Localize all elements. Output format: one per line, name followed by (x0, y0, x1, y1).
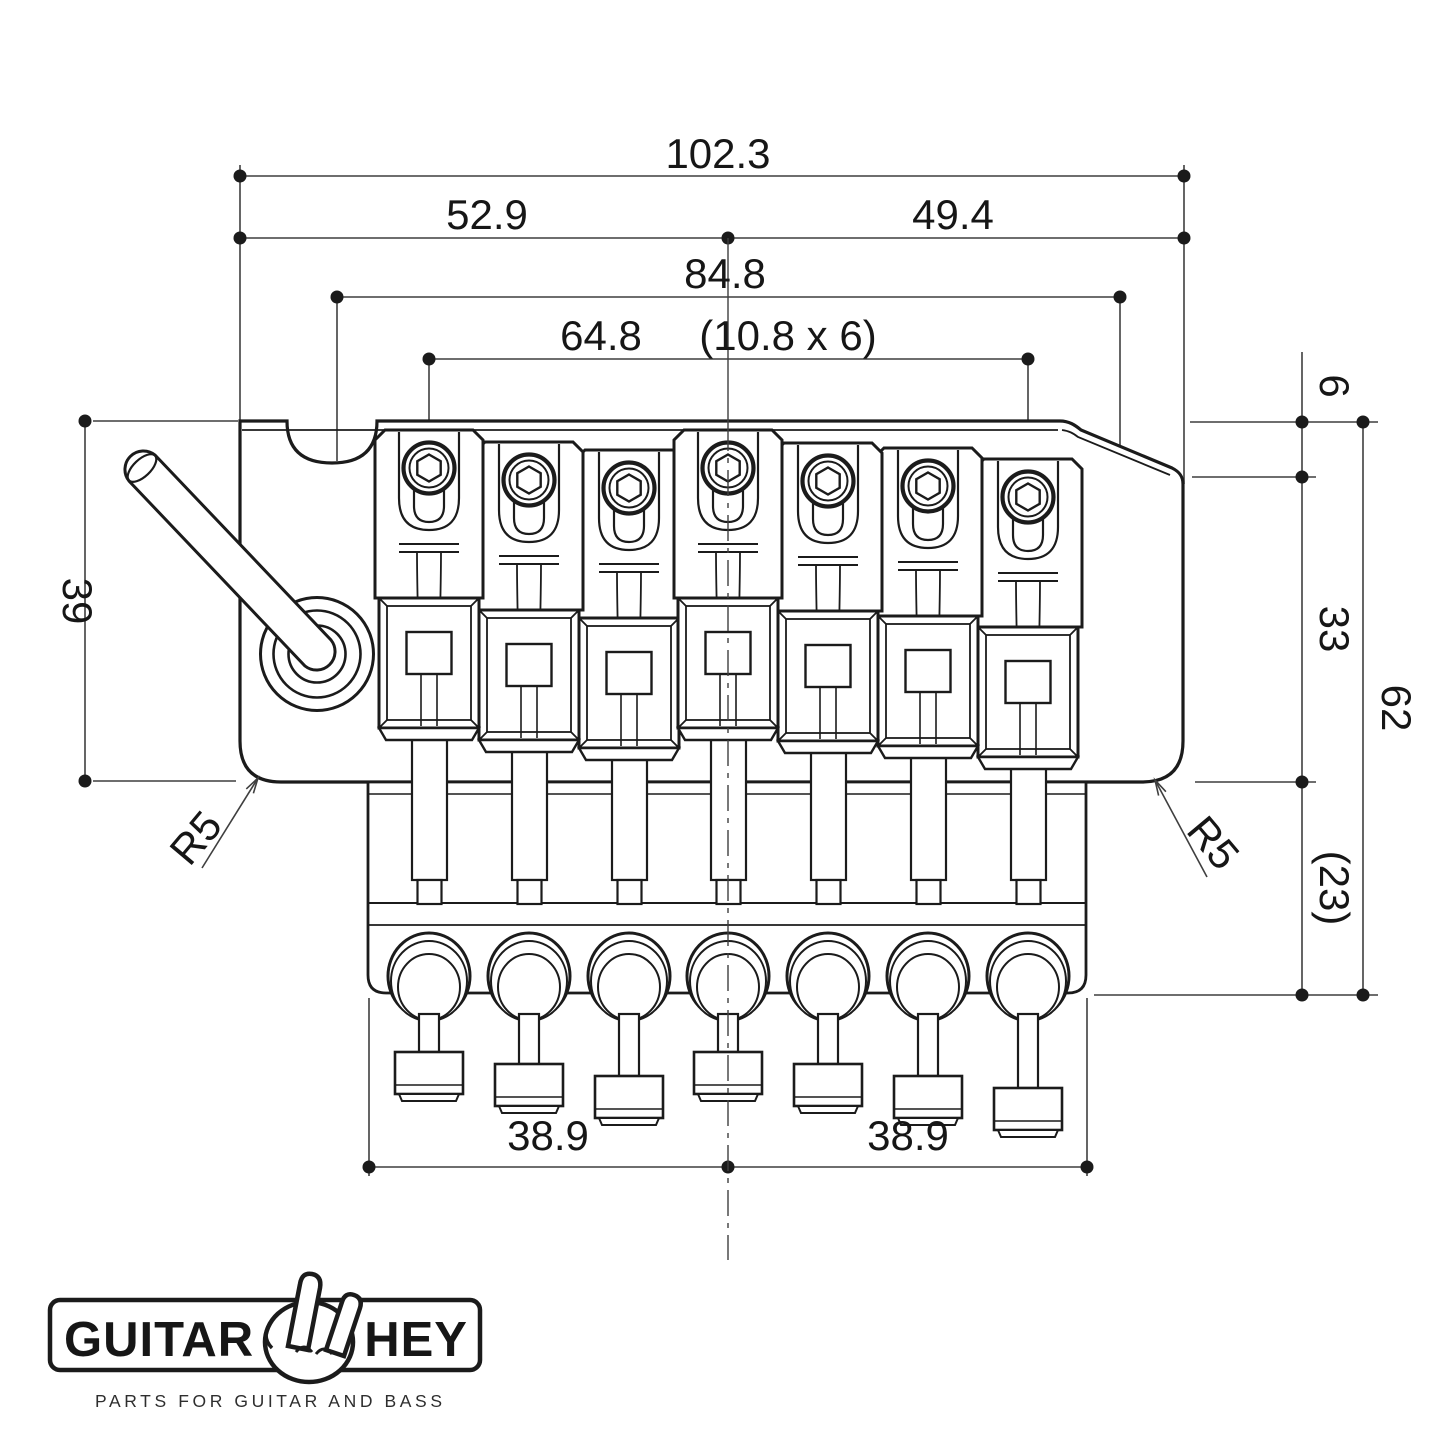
dim-string-spread: 64.8 (560, 312, 642, 359)
saddle-1 (375, 430, 483, 740)
saddle-2 (475, 442, 583, 752)
tuner-screws (393, 1012, 1064, 1138)
tuner-wheel (486, 931, 572, 1023)
dim-right-half: 49.4 (912, 191, 994, 238)
dimension-dots (78, 169, 1370, 1174)
tuner-screw (992, 1012, 1064, 1138)
tuner-screw (792, 1012, 864, 1114)
tuner-wheel (785, 931, 871, 1023)
guitar-hey-logo: GUITAR HEY PARTS FOR GUITAR AND BASS (47, 1271, 483, 1411)
logo-text-guitar: GUITAR (64, 1313, 254, 1367)
tuner-wheel (985, 931, 1071, 1023)
tuner-wheel (386, 931, 472, 1023)
dim-outer-span: 84.8 (684, 250, 766, 297)
dim-tuner-span-left: 38.9 (507, 1112, 589, 1159)
radius-callout-left: R5 (160, 802, 231, 873)
radius-callout-right: R5 (1178, 807, 1249, 878)
bridge-drawing (123, 419, 1185, 1138)
dim-top-offset: 6 (1311, 374, 1358, 397)
dim-total-height: 62 (1373, 685, 1420, 732)
dim-mid-height: 33 (1311, 606, 1358, 653)
logo-text-hey: HEY (364, 1313, 468, 1367)
tuner-screw (393, 1012, 465, 1102)
dim-lower-depth: (23) (1311, 851, 1358, 926)
tuner-wheel (885, 931, 971, 1023)
saddle-5 (774, 443, 882, 753)
rock-hand-icon (262, 1271, 363, 1385)
dim-left-height: 39 (54, 578, 101, 625)
saddle-6 (874, 448, 982, 758)
extension-lines-under (239, 165, 1185, 484)
tremolo-arm-assembly (123, 449, 375, 712)
dimension-layer: 102.3 52.9 49.4 84.8 64.8 (10.8 x 6) 6 3… (54, 130, 1420, 1260)
dim-string-pitch: (10.8 x 6) (699, 312, 876, 359)
tuner-screw (892, 1012, 964, 1126)
dimension-labels: 102.3 52.9 49.4 84.8 64.8 (10.8 x 6) 6 3… (54, 130, 1420, 1159)
tuner-wheel (586, 931, 672, 1023)
dim-tuner-span-right: 38.9 (867, 1112, 949, 1159)
fine-tuner-rods (410, 728, 1048, 906)
saddle-3 (575, 450, 683, 760)
logo-tagline: PARTS FOR GUITAR AND BASS (95, 1391, 446, 1411)
tuner-screw (493, 1012, 565, 1114)
dim-left-half: 52.9 (446, 191, 528, 238)
saddle-7 (974, 459, 1082, 769)
dim-overall-width: 102.3 (665, 130, 770, 177)
tuner-screw (593, 1012, 665, 1126)
tremolo-arm (123, 449, 337, 672)
